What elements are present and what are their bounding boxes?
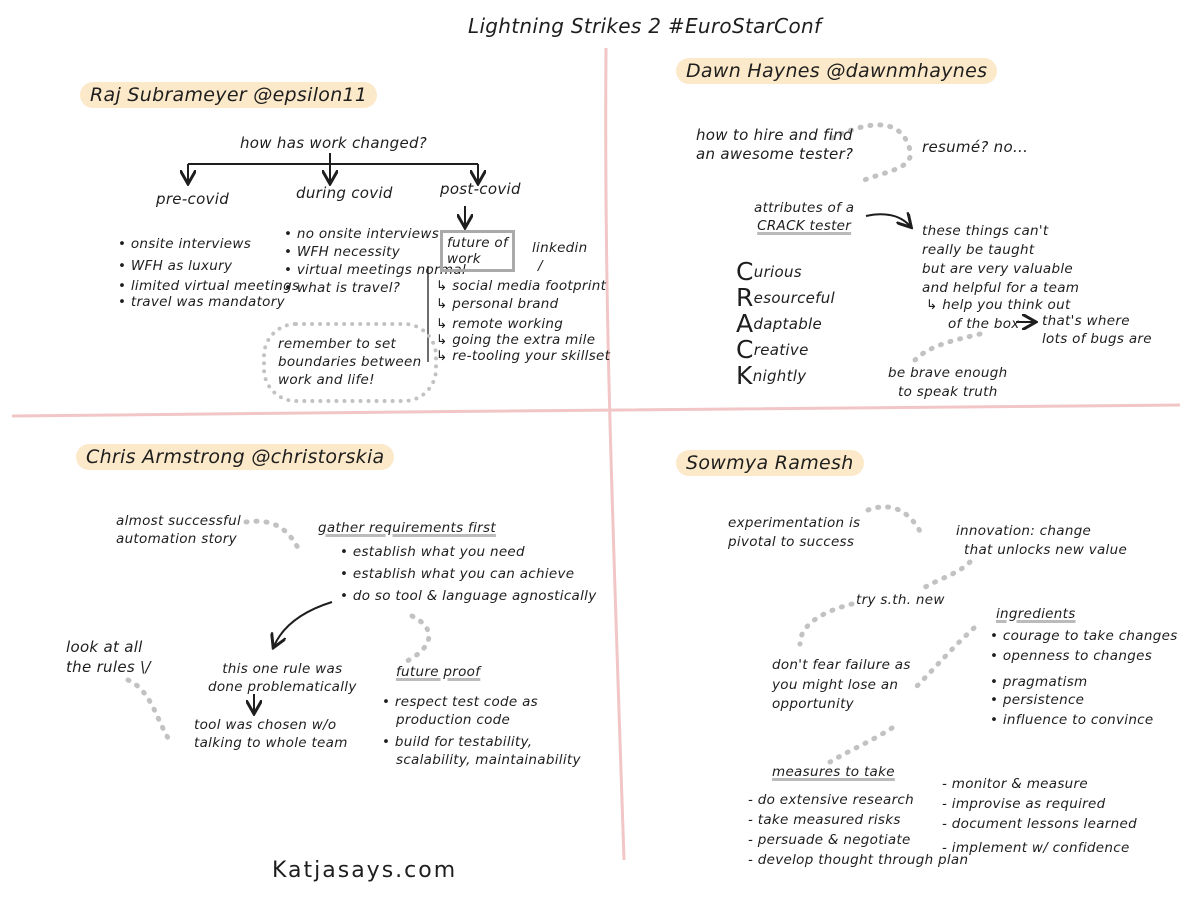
q4-dots-try — [797, 601, 855, 647]
footer-credit: Katjasays.com — [272, 858, 458, 883]
list-item: • WFH necessity — [284, 244, 401, 260]
q1-during-label: during covid — [296, 184, 393, 202]
list-item: • pragmatism — [990, 674, 1088, 690]
q4-dots-measures — [827, 725, 895, 765]
list-item: • what is travel? — [284, 280, 401, 296]
q2-crack-creative: Creative — [736, 335, 809, 364]
q1-post-label: post-covid — [440, 180, 521, 198]
q4-dots-innov — [917, 559, 973, 593]
list-item: • build for testability,scalability, mai… — [382, 734, 581, 768]
list-item: • persistence — [990, 692, 1085, 708]
q2-crack-knightly: Knightly — [736, 361, 807, 390]
q2-crack-resourceful: Resourceful — [736, 283, 835, 312]
q3-speaker: Chris Armstrong @christorskia — [76, 444, 395, 470]
horizontal-divider — [11, 403, 1181, 418]
q2-dots-brave — [912, 331, 983, 363]
page-title: Lightning Strikes 2 #EuroStarConf — [468, 14, 822, 38]
q3-dots-story — [243, 518, 301, 551]
q3-arrow-rule — [274, 601, 333, 646]
list-item: • WFH as luxury — [118, 258, 233, 274]
list-item: - persuade & negotiate — [748, 832, 911, 848]
q2-dots-resume — [829, 122, 913, 185]
list-item: • do so tool & language agnostically — [340, 588, 597, 604]
list-item: • openness to changes — [990, 648, 1153, 664]
q4-measures-title: measures to take — [772, 764, 895, 780]
q1-speaker: Raj Subrameyer @epsilon11 — [80, 82, 378, 108]
list-item: - do extensive research — [748, 792, 915, 808]
list-item: ↳ re-tooling your skillset — [436, 348, 611, 364]
q1-linkedin: linkedin — [532, 240, 588, 256]
q2-speaker: Dawn Haynes @dawnmhaynes — [676, 58, 998, 84]
q3-gather-title: gather requirements first — [318, 520, 496, 536]
q3-future-title: future proof — [396, 664, 481, 680]
q2-crack-curious: Curious — [736, 257, 802, 286]
q3-dots-look — [125, 677, 171, 741]
list-item: - document lessons learned — [942, 816, 1137, 832]
q4-dots-ingr — [912, 625, 977, 691]
list-item: ↳ remote working — [436, 316, 564, 332]
list-item: • courage to take changes — [990, 628, 1178, 644]
list-item: • establish what you can achieve — [340, 566, 575, 582]
list-item: • virtual meetings normal — [284, 262, 467, 278]
list-item: • establish what you need — [340, 544, 525, 560]
list-item: • influence to convince — [990, 712, 1154, 728]
list-item: - develop thought through plan — [748, 852, 969, 868]
list-item: ↳ personal brand — [436, 296, 559, 312]
q1-linkedin-mark: / — [538, 258, 543, 274]
q2-arrow-attributes — [865, 214, 910, 226]
list-item: ↳ social media footprint — [436, 278, 607, 294]
list-item: • onsite interviews — [118, 236, 252, 252]
list-item: • limited virtual meetings — [118, 278, 300, 294]
q4-try: try s.th. new — [856, 592, 945, 608]
q1-pre-label: pre-covid — [156, 190, 230, 208]
q4-speaker: Sowmya Ramesh — [676, 450, 864, 476]
q2-resume: resumé? no... — [922, 138, 1029, 156]
q3-dots-future — [402, 613, 432, 665]
q4-ingredients-title: ingredients — [996, 606, 1076, 622]
list-item: - improvise as required — [942, 796, 1106, 812]
list-item: - monitor & measure — [942, 776, 1088, 792]
q1-question: how has work changed? — [240, 134, 428, 152]
list-item: - implement w/ confidence — [942, 840, 1130, 856]
q2-crack-adaptable: Adaptable — [736, 309, 823, 338]
list-item: • travel was mandatory — [118, 294, 285, 310]
vertical-divider — [604, 47, 626, 861]
q4-dots-exp — [865, 504, 925, 538]
list-item: - take measured risks — [748, 812, 901, 828]
list-item: • no onsite interviews — [284, 226, 440, 242]
list-item: ↳ going the extra mile — [436, 332, 596, 348]
